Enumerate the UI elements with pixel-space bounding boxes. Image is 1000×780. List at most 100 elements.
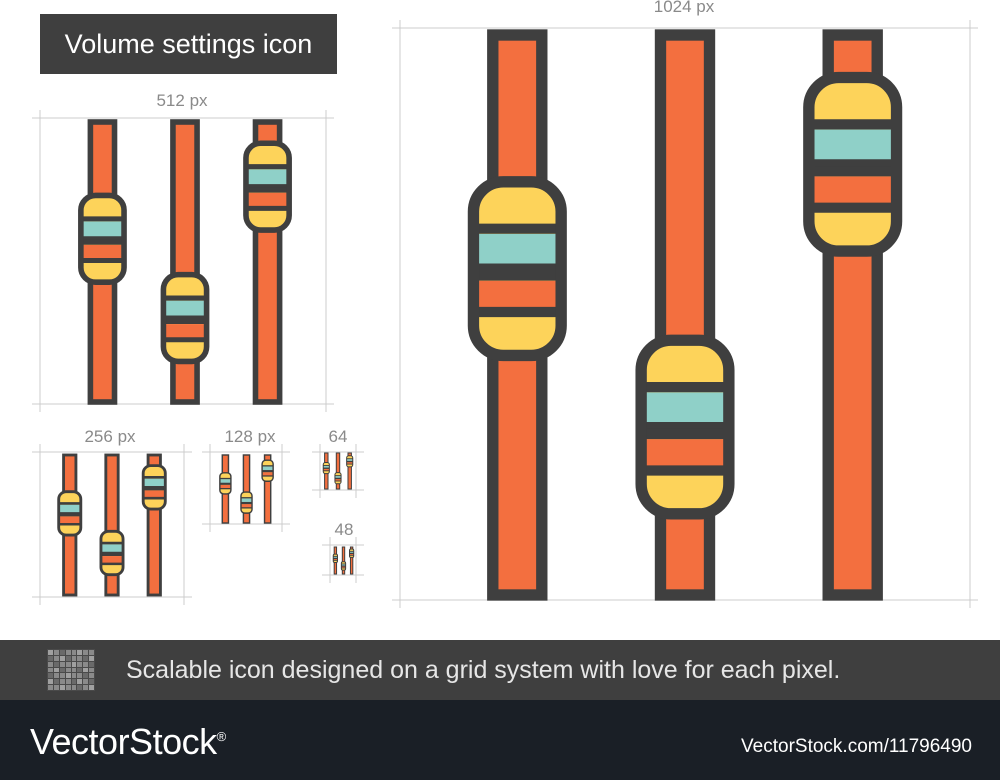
icon-256-knob-outline-2 [99,529,125,577]
size-label-256: 256 px [84,427,136,446]
grid-cell [59,655,65,661]
grid-cell [71,673,77,679]
grid-cell [48,667,53,673]
grid-cell [53,650,59,655]
grid-cell [71,661,77,667]
icon-256-knob-orange-band-3 [143,490,166,499]
grid-cell [59,661,65,667]
icon-256-knob-orange-band-1 [58,516,81,525]
icon-48-knob-teal-band-2 [341,564,346,566]
grid-cell [83,655,89,661]
icon-1024-knob-outline-3 [803,71,903,257]
grid-cell [65,685,71,690]
icon-48-knob-orange-band-3 [349,553,354,556]
icon-48-knob-orange-band-2 [341,566,346,568]
icon-48-knob-teal-band-3 [349,551,354,554]
footer-tagline: Scalable icon designed on a grid system … [126,656,841,684]
icon-1024-knob-teal-band-1 [473,233,562,269]
grid-cell [65,679,71,685]
grid-cell [77,673,83,679]
icon-128-knob-teal-band-2 [240,498,253,503]
grid-system-icon [47,649,95,691]
brand-image-id: VectorStock.com/11796490 [741,736,972,757]
grid-cell [83,650,89,655]
icon-64-knob-outline-3 [346,455,354,468]
grid-cell [48,650,53,655]
grid-cell [59,685,65,690]
grid-cell [89,667,94,673]
icon-1024-knob-outline-1 [467,176,567,362]
grid-cell [65,667,71,673]
icon-128-knob-teal-band-3 [262,466,274,471]
icon-128-knob-outline-1 [219,472,232,495]
grid-cell [71,679,77,685]
grid-cell [77,661,83,667]
icon-256-knob-outline-1 [57,490,83,537]
icon-512-knob-teal-band-3 [245,169,290,187]
size-label-128: 128 px [224,427,276,446]
grid-cell [48,679,53,685]
footer-band [0,640,1000,700]
size-label-48: 48 [334,520,354,539]
grid-cell [53,673,59,679]
grid-cell [59,667,65,673]
icon-48-knob-teal-band-1 [333,556,338,559]
icon-1024-knob-orange-band-2 [641,439,729,471]
grid-cell [71,650,77,655]
icon-64-knob-teal-band-3 [346,459,353,462]
icon-512-knob-outline-1 [78,192,127,286]
grid-cell [48,673,53,679]
grid-cell [53,685,59,690]
icon-64-track-2 [335,452,341,490]
icon-1024-knob-teal-band-2 [641,392,729,428]
icon-1024-knob-orange-band-3 [808,176,897,208]
icon-512-knob-outline-2 [160,271,210,365]
grid-cell [83,685,89,690]
icon-48-track-2 [341,546,346,575]
grid-cell [77,679,83,685]
grid-cell [83,673,89,679]
icon-1024-knob-outline-2 [635,334,735,520]
icon-48-knob-outline-1 [332,553,338,563]
icon-64-knob-outline-2 [334,472,342,485]
grid-cell [89,655,94,661]
brand-logo: VectorStock® [30,721,226,763]
brand-logo-text: VectorStock [30,721,217,762]
icon-48-knob-outline-2 [340,561,347,571]
icon-512-knob-orange-band-3 [245,192,290,209]
size-label-64: 64 [328,427,348,446]
grid-cell [77,667,83,673]
icon-128-knob-teal-band-1 [219,479,231,484]
grid-cell [53,667,59,673]
grid-cell [65,655,71,661]
icon-1024-knob-teal-band-3 [808,129,897,165]
icon-128-knob-orange-band-3 [262,472,274,476]
grid-cell [89,661,94,667]
grid-cell [77,685,83,690]
grid-cell [59,673,65,679]
icon-48-track-3 [349,546,354,575]
grid-cell [53,655,59,661]
grid-cell [53,679,59,685]
icon-256-knob-teal-band-3 [143,478,166,488]
grid-cell [89,685,94,690]
icon-128-knob-orange-band-1 [219,484,231,489]
grid-cell [71,685,77,690]
grid-cell [89,679,94,685]
icon-48-knob-outline-3 [349,548,355,558]
grid-cell [83,679,89,685]
icon-64-track-3 [347,452,352,490]
icon-512-knob-teal-band-1 [80,221,125,239]
size-label-512: 512 px [156,91,208,110]
brand-reg-mark: ® [216,729,227,744]
grid-cell [83,667,89,673]
icon-512-knob-teal-band-2 [163,300,207,319]
icon-128-knob-orange-band-2 [240,504,253,508]
icon-64-knob-outline-1 [322,461,330,475]
icon-64-knob-teal-band-1 [323,465,330,469]
grid-cell [89,673,94,679]
icon-128-track-3 [263,454,272,524]
icon-512-knob-orange-band-2 [163,324,207,340]
icon-48-knob-orange-band-1 [333,558,338,561]
icon-512-knob-outline-3 [243,140,292,233]
